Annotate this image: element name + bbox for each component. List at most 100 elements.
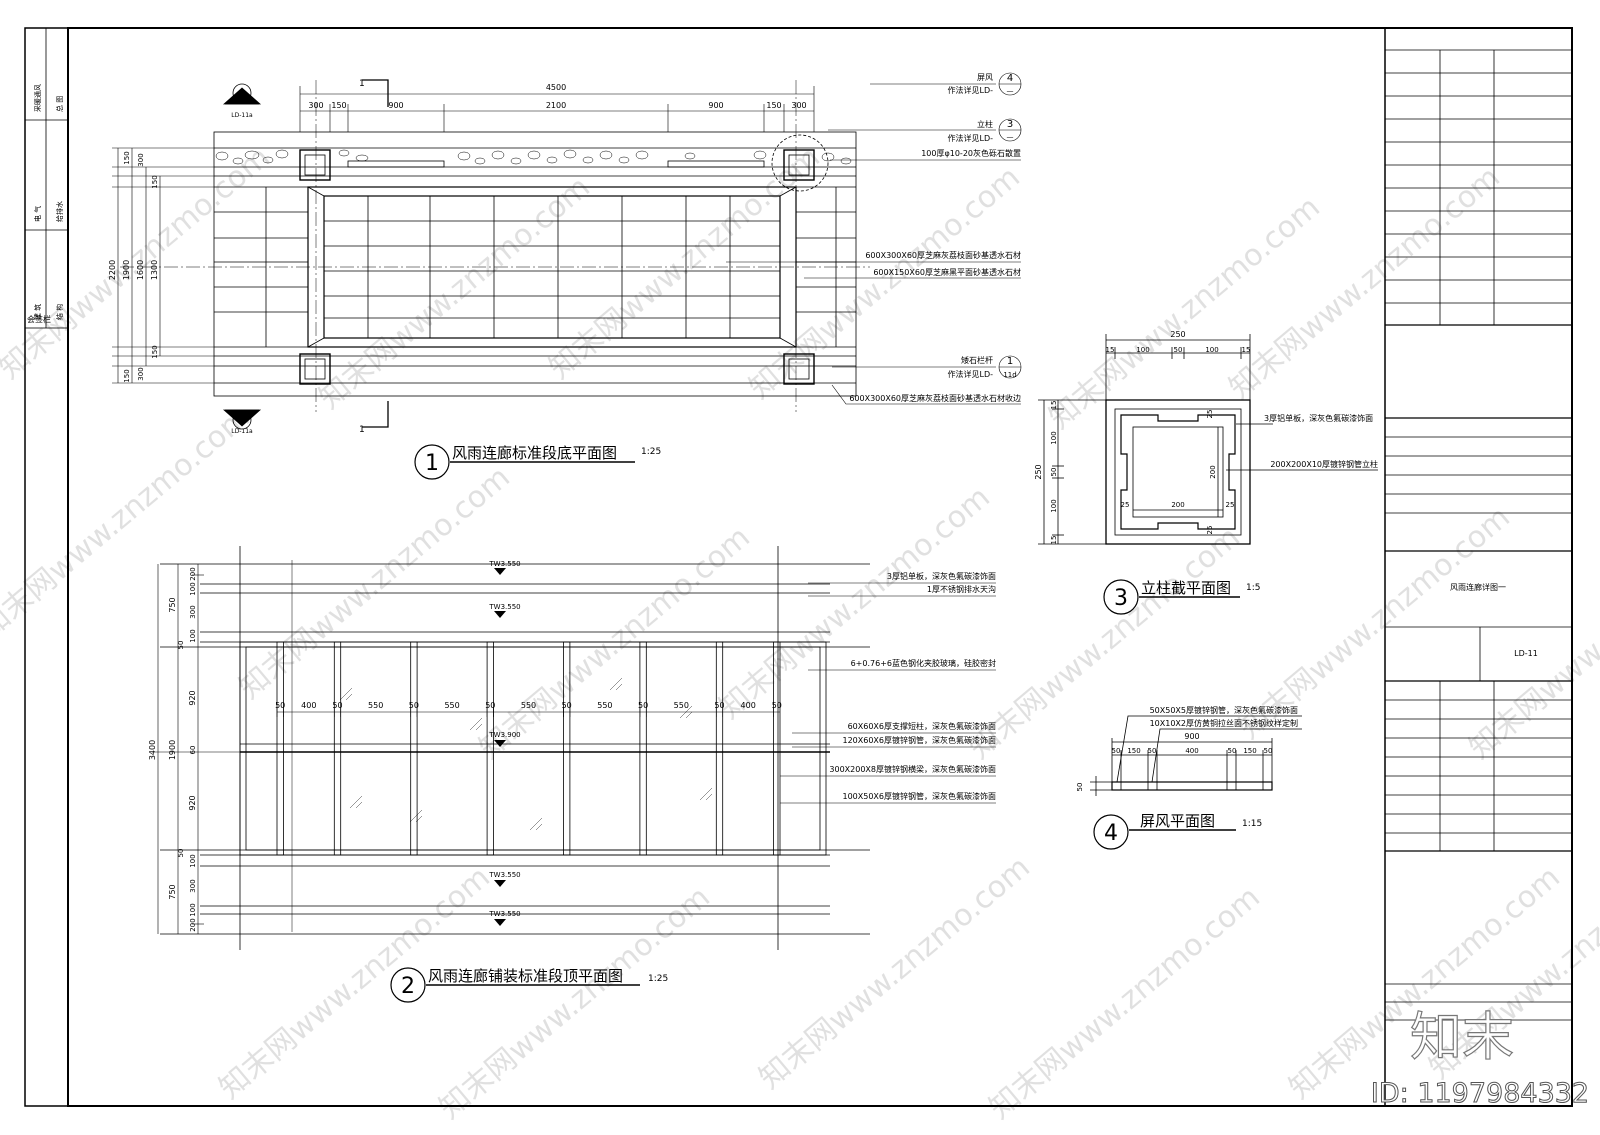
drawing-number: LD-11	[1514, 649, 1538, 658]
v2-callout-0: 3厚铝单板，深灰色氟碳漆饰面	[887, 571, 996, 581]
inner-border	[67, 27, 1573, 1107]
drawing-title: 风雨连廊详图一	[1450, 582, 1506, 592]
v1-mark-bottom-ref: LD-11a	[231, 428, 253, 435]
v2-dim-100d: 100	[189, 903, 197, 916]
view1-drawing	[120, 79, 870, 428]
v3-dim-in-25a: 25	[1206, 410, 1214, 419]
v2-dim-100a: 100	[189, 582, 197, 595]
watermark-text: 知末网www.znzmo.com	[983, 880, 1267, 1126]
v2-dim-100b: 100	[189, 629, 197, 642]
v1-dim-left-1900: 1900	[122, 260, 131, 280]
v2-mid-dim-label: 50	[772, 701, 782, 710]
v1-title-num: 1	[425, 451, 439, 476]
v2-mullion	[773, 641, 781, 856]
v2-mid-dim-label: 50	[275, 701, 285, 710]
v1-dim-left-150c: 150	[151, 345, 159, 358]
v2-mid-dim-label: 550	[368, 701, 383, 710]
v2-mid-dim-label: 400	[301, 701, 316, 710]
v2-dim-200b: 200	[189, 918, 197, 931]
v2-callout-6: 100X50X6厚镀锌钢管，深灰色氟碳漆饰面	[843, 791, 997, 801]
v3-dim-in-200v: 200	[1209, 465, 1217, 478]
v2-mid-dim-label: 50	[409, 701, 419, 710]
v3-title-circle	[1103, 579, 1139, 615]
v2-callout-1: 1厚不锈钢排水天沟	[927, 584, 996, 594]
v3-scale: 1:5	[1246, 583, 1260, 593]
v1-dim-left-total: 2200	[108, 260, 117, 280]
v3-dim-in-200h: 200	[1171, 501, 1184, 509]
v2-title: 风雨连廊铺装标准段顶平面图	[428, 967, 623, 985]
v3-dim-left-50: 50	[1050, 468, 1058, 477]
v2-dim-1900: 1900	[168, 740, 177, 760]
sign-structure: 结 构	[55, 304, 64, 320]
v2-callout-3: 60X60X6厚支撑短柱，深灰色氟碳漆饰面	[848, 721, 996, 731]
v1-dim-left-1600: 1600	[136, 260, 145, 280]
v1-callout-screen-ref: 作法详见LD-	[947, 85, 993, 95]
v3-callout-column: 200X200X10厚镀锌钢管立柱	[1270, 459, 1378, 469]
v1-callout-screen-sheet: —	[1007, 87, 1014, 95]
v2-mid-dim-label: 50	[714, 701, 724, 710]
v1-dim-900a: 900	[388, 101, 403, 110]
v1-dim-300a: 300	[308, 101, 323, 110]
v2-mid-dim-label: 550	[597, 701, 612, 710]
v4-callout-pattern: 10X10X2厚仿黄铜拉丝面不锈钢纹样定制	[1150, 718, 1298, 728]
v2-dim-total: 3400	[148, 740, 157, 760]
v2-dim-920b: 920	[188, 795, 197, 810]
v3-dim-top-100a: 100	[1136, 346, 1149, 354]
view2-left-dims	[152, 564, 240, 934]
v2-level-1: TW3.550	[488, 560, 520, 568]
watermark-text: 知末网www.znzmo.com	[713, 480, 997, 726]
v1-mark-top-num: 2	[239, 89, 244, 98]
v2-title-circle	[390, 967, 426, 1003]
v4-title-circle	[1093, 814, 1129, 850]
v4-dim-50a: 50	[1112, 747, 1121, 755]
sign-hvac: 采暖通风	[33, 84, 42, 112]
v2-mullion	[563, 641, 571, 856]
v3-dim-left-15b: 15	[1050, 536, 1058, 545]
v2-callout-4: 120X60X6厚镀锌钢管，深灰色氟碳漆饰面	[843, 735, 997, 745]
v2-mid-dim-label: 50	[485, 701, 495, 710]
v1-mark-top-ref: LD-11a	[231, 112, 253, 119]
v1-callout-railing-ref: 作法详见LD-	[947, 369, 993, 379]
v1-dim-900b: 900	[708, 101, 723, 110]
v3-dim-in-25b: 25	[1121, 501, 1130, 509]
v3-dim-total-top: 250	[1170, 330, 1185, 339]
v2-mullion	[486, 641, 494, 856]
v1-dim-left-300a: 300	[137, 153, 145, 166]
v3-dim-left-15a: 15	[1050, 401, 1058, 410]
v4-dim-50d: 50	[1264, 747, 1273, 755]
v1-dim-150b: 150	[766, 101, 781, 110]
watermark-text: 知末网www.znzmo.com	[753, 850, 1037, 1096]
sign-electric: 电 气	[33, 206, 42, 222]
v4-title-num: 4	[1104, 821, 1118, 846]
view4-drawing	[1090, 715, 1302, 796]
v1-title-circle	[414, 444, 450, 480]
v2-dim-300a: 300	[189, 605, 197, 618]
v3-dim-in-25d: 25	[1206, 526, 1214, 535]
watermark-text: 知末网www.znzmo.com	[473, 520, 757, 766]
v1-cut-bottom: 1	[359, 425, 365, 435]
watermark-text: 知末网www.znzmo.com	[313, 170, 597, 416]
watermark-text: 知末网www.znzmo.com	[1043, 190, 1327, 436]
v1-title: 风雨连廊标准段底平面图	[452, 444, 617, 462]
v2-dim-300b: 300	[189, 879, 197, 892]
sign-site: 总 图	[55, 96, 64, 112]
v2-level-2: TW3.550	[488, 603, 520, 611]
v2-level-3: TW3.900	[488, 731, 520, 739]
v1-callout-gravel: 100厚φ10-20灰色砾石散置	[921, 148, 1021, 158]
sign-plumbing: 给排水	[55, 201, 64, 222]
v2-callout-2: 6+0.76+6蓝色钢化夹胶玻璃，硅胶密封	[851, 658, 996, 668]
v2-mid-dim-label: 550	[521, 701, 536, 710]
v1-dim-left-1300: 1300	[150, 260, 159, 280]
view2-drawing	[160, 546, 870, 950]
watermark-text: 知末网www.znzmo.com	[1463, 520, 1600, 766]
view1-dimension-lines	[112, 86, 815, 384]
v1-callout-screen: 屏风	[977, 73, 993, 82]
v3-dim-top-15b: 15	[1242, 346, 1251, 354]
v2-mullion	[276, 641, 284, 856]
v1-callout-leaders	[726, 72, 1022, 405]
v2-mullion	[333, 641, 342, 856]
view3-drawing	[1038, 334, 1378, 545]
v2-scale: 1:25	[648, 974, 668, 984]
